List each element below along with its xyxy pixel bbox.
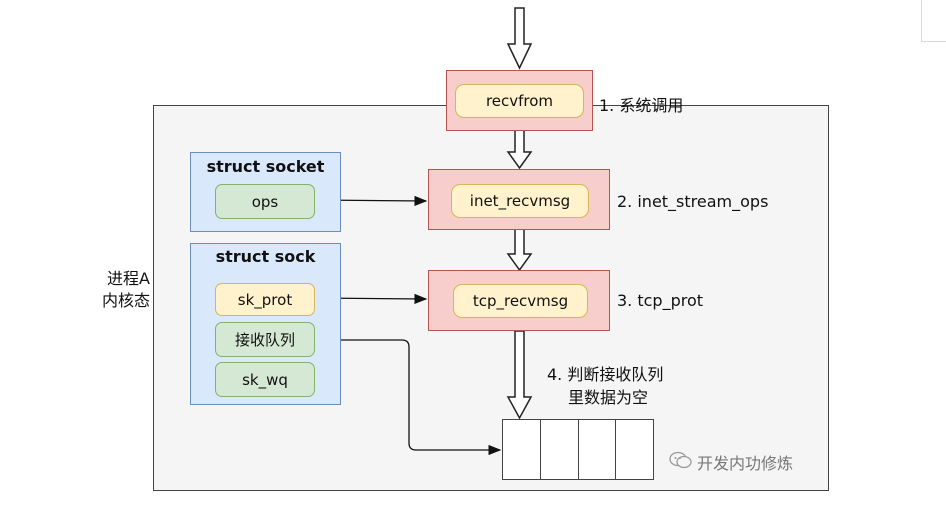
struct-socket-title: struct socket — [206, 157, 325, 176]
kernel-label: 进程A 内核态 — [86, 268, 150, 312]
kernel-label-line1: 进程A — [107, 269, 150, 288]
watermark-text: 开发内功修炼 — [697, 454, 794, 473]
kernel-label-line2: 内核态 — [101, 291, 150, 310]
step4-label-line2: 里数据为空 — [568, 388, 649, 407]
queue-slot — [579, 420, 617, 479]
queue-slot — [616, 420, 653, 479]
sk-prot-field: sk_prot — [215, 283, 315, 316]
recvfrom-box: recvfrom — [455, 84, 584, 118]
corner-divider — [921, 41, 946, 42]
step2-label: 2. inet_stream_ops — [617, 192, 769, 211]
step4-label-line1: 4. 判断接收队列 — [547, 365, 664, 384]
queue-slot — [503, 420, 541, 479]
sk-wq-field: sk_wq — [215, 362, 315, 397]
arrow-queue-to-buffer — [316, 339, 502, 456]
recv-queue-field: 接收队列 — [215, 322, 315, 357]
receive-queue-buffer — [502, 419, 654, 480]
struct-sock-title: struct sock — [215, 247, 316, 266]
inet-recvmsg-box: inet_recvmsg — [451, 184, 589, 218]
hollow-arrow-entry — [506, 7, 533, 70]
ops-field: ops — [215, 184, 315, 219]
step1-label: 1. 系统调用 — [599, 96, 684, 115]
corner-divider — [921, 0, 922, 42]
step3-label: 3. tcp_prot — [617, 291, 704, 310]
wechat-icon — [669, 451, 692, 469]
hollow-arrow-2-3 — [506, 228, 533, 272]
queue-slot — [541, 420, 579, 479]
tcp-recvmsg-box: tcp_recvmsg — [453, 284, 588, 318]
hollow-arrow-3-queue — [506, 330, 533, 420]
